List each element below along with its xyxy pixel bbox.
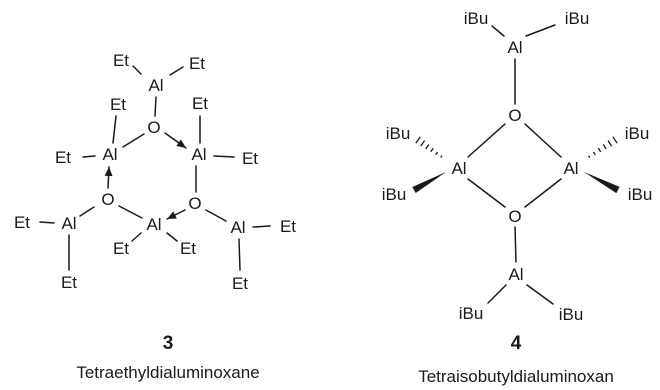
compound-4-bond-altop-ibu2 [525,24,556,37]
compound-4-bond-alright-obottom [524,178,562,208]
compound-4-hashed-alright-ibu5-stroke-6 [612,136,618,144]
compound-4-hashed-alleft-ibu3-stroke-2 [435,151,439,156]
compound-4-hashed-alright-ibu5-stroke-4 [602,144,607,150]
compound-3-number: 3 [163,333,174,354]
compound-3-bond-o1-al2 [122,133,145,148]
compound-4-number: 4 [511,333,522,354]
compound-3-et-7-label: Et [14,213,30,232]
compound-3-al-6-label: Al [230,218,245,237]
compound-4-bond-otop-alright [524,123,562,158]
compound-3-et-8-label: Et [61,273,77,292]
compound-4-ibu-3-label: iBu [386,124,411,143]
compound-4-ibu-2-label: iBu [565,9,590,28]
compound-4-bond-albottom-ibu8 [526,284,554,305]
compound-4-al-right-label: Al [563,159,578,178]
compound-3-bond-al5-et9 [131,232,142,242]
compound-4-hashed-alleft-ibu3-stroke-1 [440,155,443,158]
compound-3-bond-al6-et11 [252,225,271,228]
compound-3-et-5-label: Et [55,148,71,167]
compound-4-o-top-label: O [508,106,521,125]
compound-3-bond-o2-al5 [118,205,143,219]
compound-3-al-1-label: Al [148,76,163,95]
compound-4-hashed-alright-ibu5-stroke-5 [607,140,613,147]
compound-4-ibu-1-label: iBu [464,9,489,28]
compound-4-ibu-7-label: iBu [459,304,484,323]
compound-3-bond-al3-et6 [213,155,235,158]
compound-3-al-4-label: Al [61,214,76,233]
compound-3-o-2-label: O [101,190,114,209]
compound-3-bond-o2-al2-arrowhead [104,167,113,177]
compound-4-ibu-6-label: iBu [628,185,653,204]
compound-3-bond-o2-al4 [79,206,95,217]
compound-4-al-top-label: Al [507,38,522,57]
compound-3-al-2-label: Al [102,145,117,164]
compound-4-hashed-alleft-ibu3-stroke-4 [425,144,430,150]
compound-3-bond-al1-o1 [154,96,157,117]
compound-4-bond-alleft-obottom [467,178,506,208]
compound-3-al-5-label: Al [146,215,161,234]
compound-4-hashed-alleft-ibu3-stroke-6 [415,136,421,144]
compound-3-et-3-label: Et [110,95,126,114]
compound-3-et-10-label: Et [180,239,196,258]
compound-3-o-1-label: O [147,118,160,137]
compound-4-ibu-5-label: iBu [625,124,650,143]
compound-4-bond-albottom-ibu7 [487,284,507,304]
compound-3-bond-al6-et12 [238,238,241,271]
compound-3-bond-al2-et5 [82,155,96,158]
compound-3-et-2-label: Et [189,54,205,73]
compound-4-wedge-alleft-ibu4 [412,172,446,194]
compound-4-al-bottom-label: Al [508,265,523,284]
compound-4-hashed-alleft-ibu3-stroke-5 [420,140,426,147]
compound-4-hashed-alright-ibu5-stroke-2 [592,151,596,156]
compound-3-bond-o1-al3-arrowhead [176,139,186,148]
compound-3-et-6-label: Et [242,149,258,168]
compound-4-ibu-4-label: iBu [382,185,407,204]
compound-3-et-9-label: Et [113,239,129,258]
compound-3-bond-o3-al6 [205,209,227,222]
compound-4-name: Tetraisobutyldialuminoxan [418,367,614,386]
compound-3-al-3-label: Al [191,145,206,164]
compound-3-bond-al5-et10 [166,232,178,242]
compound-3-bond-al1-et2 [169,66,184,76]
compound-3-bond-al2-et3 [112,115,117,144]
compound-3-bond-al1-et1 [132,65,142,75]
compound-3-et-12-label: Et [232,274,248,293]
compound-4-ibu-8-label: iBu [559,305,584,324]
compound-3-o-3-label: O [188,194,201,213]
compound-4-wedge-alright-ibu6 [584,172,620,194]
compound-3-bond-al4-et7 [39,221,55,224]
compound-3-et-4-label: Et [192,94,208,113]
compound-3-et-1-label: Et [113,51,129,70]
compound-4-hashed-alleft-ibu3-stroke-3 [430,147,434,153]
compound-4-hashed-alright-ibu5-stroke-1 [588,155,591,158]
compound-4-al-left-label: Al [451,159,466,178]
compound-3-name: Tetraethyldialuminoxane [76,363,259,382]
compound-3-bond-o3-al5-arrowhead [167,211,177,219]
compound-4-o-bottom-label: O [508,207,521,226]
compound-4-bond-obottom-albottom [514,226,517,263]
compound-3-et-11-label: Et [280,217,296,236]
compound-4-bond-altop-ibu1 [491,25,505,37]
compound-4-bond-otop-alleft [467,123,506,158]
compound-4-hashed-alright-ibu5-stroke-3 [597,147,602,153]
